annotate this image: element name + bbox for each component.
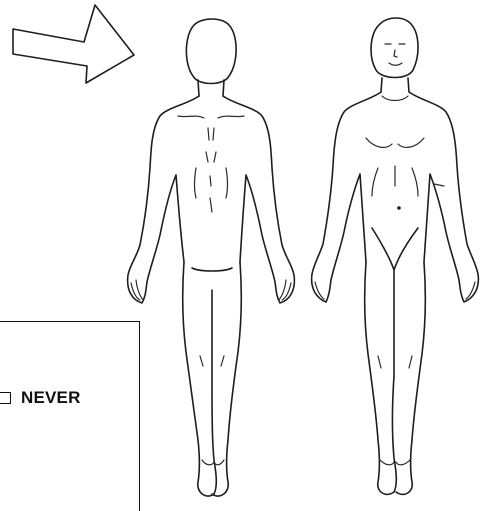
back-view-figure [128,19,295,496]
arrow-icon [13,5,134,83]
never-checkbox[interactable] [0,392,11,404]
response-option-box [0,321,140,511]
never-option[interactable]: NEVER [0,388,81,408]
never-label: NEVER [21,388,81,408]
front-view-figure [312,18,479,494]
